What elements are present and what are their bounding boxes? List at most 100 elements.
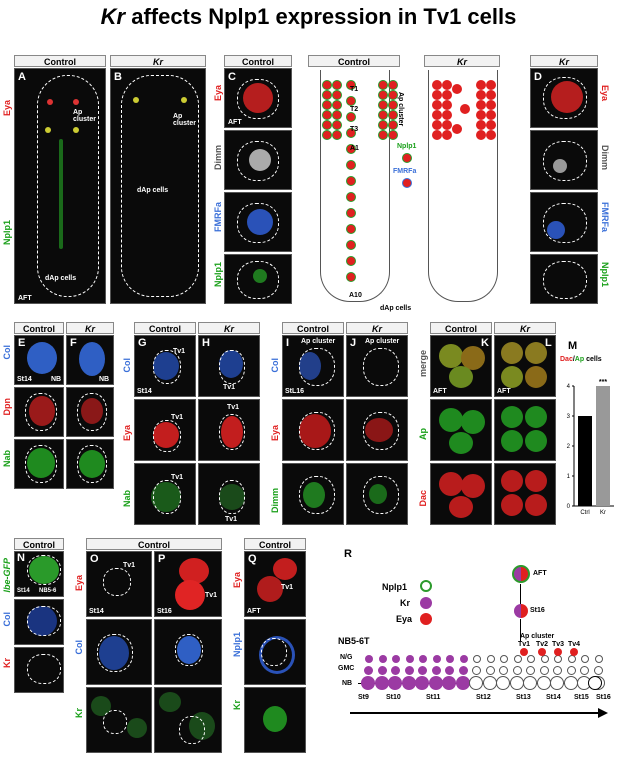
gmc-cell — [364, 666, 373, 675]
tv-cell — [538, 648, 546, 656]
st16-cell — [514, 604, 528, 618]
ap-cell — [442, 80, 452, 90]
nb-cell — [536, 676, 551, 690]
panel-a-letter: A — [18, 71, 26, 83]
panel-o-row-eya: Eya — [74, 575, 84, 592]
panel-a-eya-label: Eya — [2, 100, 12, 117]
panel-j-ap: Ap cluster — [365, 338, 400, 345]
panel-o-row-kr: Kr — [74, 708, 84, 719]
panel-i-header: Control — [282, 322, 344, 334]
dap-cell — [346, 160, 356, 170]
panel-b-letter: B — [114, 71, 122, 83]
merge-signal — [501, 342, 523, 364]
panel-e-col: E St14 NB — [14, 335, 64, 385]
panel-q-eya: Q Tv1 AFT — [244, 551, 306, 617]
panel-f-nab — [66, 439, 114, 489]
panel-d-row-nplp1: Nplp1 — [600, 262, 610, 288]
dap-cell — [346, 224, 356, 234]
panel-e-nb: NB — [51, 376, 62, 383]
panel-g-eya: Tv1 — [134, 399, 196, 461]
kr-signal — [127, 718, 147, 738]
panel-o-letter: O — [90, 553, 99, 565]
ap-cell — [388, 130, 398, 140]
panel-f-nb: NB — [99, 376, 110, 383]
dap-cell — [346, 272, 356, 282]
panel-d-fmrfa — [530, 192, 598, 252]
nb-cell — [563, 676, 578, 690]
panel-h-tv1: Tv1 — [223, 384, 236, 391]
panel-op-header: Control — [86, 538, 222, 550]
panel-r-letter: R — [344, 548, 352, 560]
cell-outline — [237, 79, 279, 119]
ap-cell — [378, 120, 388, 130]
cell-outline — [153, 350, 181, 384]
panel-q-stage: AFT — [247, 608, 261, 615]
nb-cell — [509, 676, 524, 690]
dac-signal — [501, 494, 523, 516]
ap-cell — [442, 120, 452, 130]
ng-cell — [459, 655, 468, 663]
nb-cell — [496, 676, 510, 690]
ap-cell — [432, 100, 442, 110]
panel-f-letter: F — [70, 337, 77, 349]
ap-cell — [476, 130, 486, 140]
eya-cell — [47, 99, 53, 105]
ng-cell — [554, 655, 562, 663]
panel-k-letter: K — [481, 337, 489, 349]
schematic-dap-cells: dAp cells — [380, 305, 412, 312]
cell-outline — [103, 710, 127, 734]
ap-cell — [432, 80, 442, 90]
panel-i-ap: Ap cluster — [301, 338, 336, 345]
panel-p-stage: St16 — [157, 608, 172, 615]
panel-g-row-nab: Nab — [122, 490, 132, 508]
panel-i-row-eya: Eya — [270, 425, 280, 442]
tv3-label: Tv3 — [552, 641, 565, 648]
merge-signal — [501, 366, 523, 388]
ng-cell — [419, 655, 427, 663]
ap-cell — [332, 90, 342, 100]
ng-cell — [446, 655, 454, 663]
ap-cell — [388, 120, 398, 130]
nb-cell — [469, 676, 483, 690]
cell-outline — [237, 141, 279, 181]
arrow-aft — [520, 584, 521, 606]
panel-o-stage: St14 — [89, 608, 104, 615]
ng-cell — [378, 655, 387, 663]
panel-e-letter: E — [18, 337, 26, 349]
segment-a1: A1 — [350, 145, 359, 152]
stage-label-st11: St11 — [426, 694, 441, 701]
ap-cell — [442, 100, 452, 110]
panel-c-row-eya: Eya — [213, 85, 223, 102]
legend-nplp1-cell — [402, 153, 412, 163]
tv-cell — [554, 648, 562, 656]
panel-a-header: Control — [14, 55, 106, 67]
ap-cell — [476, 120, 486, 130]
panel-b-header: Kr — [110, 55, 206, 67]
panel-a-stage: AFT — [18, 295, 32, 302]
st16-label: St16 — [530, 607, 545, 614]
nb-cell — [455, 676, 470, 690]
panel-h-nab: Tv1 — [198, 463, 260, 525]
lineage-label: NB5-6T — [338, 636, 370, 646]
panel-i-eya — [282, 399, 344, 461]
tv2-label: Tv2 — [536, 641, 549, 648]
ap-cell — [442, 130, 452, 140]
schematic-control-header: Control — [308, 55, 400, 67]
dap-cell — [346, 176, 356, 186]
segment-a10: A10 — [349, 292, 362, 299]
cell-outline — [77, 393, 107, 431]
panel-d-eya: D — [530, 68, 598, 128]
ap-cell — [332, 130, 342, 140]
y-tick-label: 4 — [567, 384, 571, 390]
panel-m-title: Dac/Ap cells — [560, 356, 602, 363]
panel-h-eya: Tv1 — [198, 399, 260, 461]
nb-cell — [388, 676, 402, 690]
panel-h-letter: H — [202, 337, 210, 349]
panel-q-nplp1 — [244, 619, 306, 685]
panel-i-row-dimm: Dimm — [270, 488, 280, 514]
panel-g-stage: St14 — [137, 388, 152, 395]
dap-cell — [346, 256, 356, 266]
stage-label-st13: St13 — [516, 694, 531, 701]
panel-j-col: J Ap cluster — [346, 335, 408, 397]
cns-outline — [37, 75, 99, 297]
